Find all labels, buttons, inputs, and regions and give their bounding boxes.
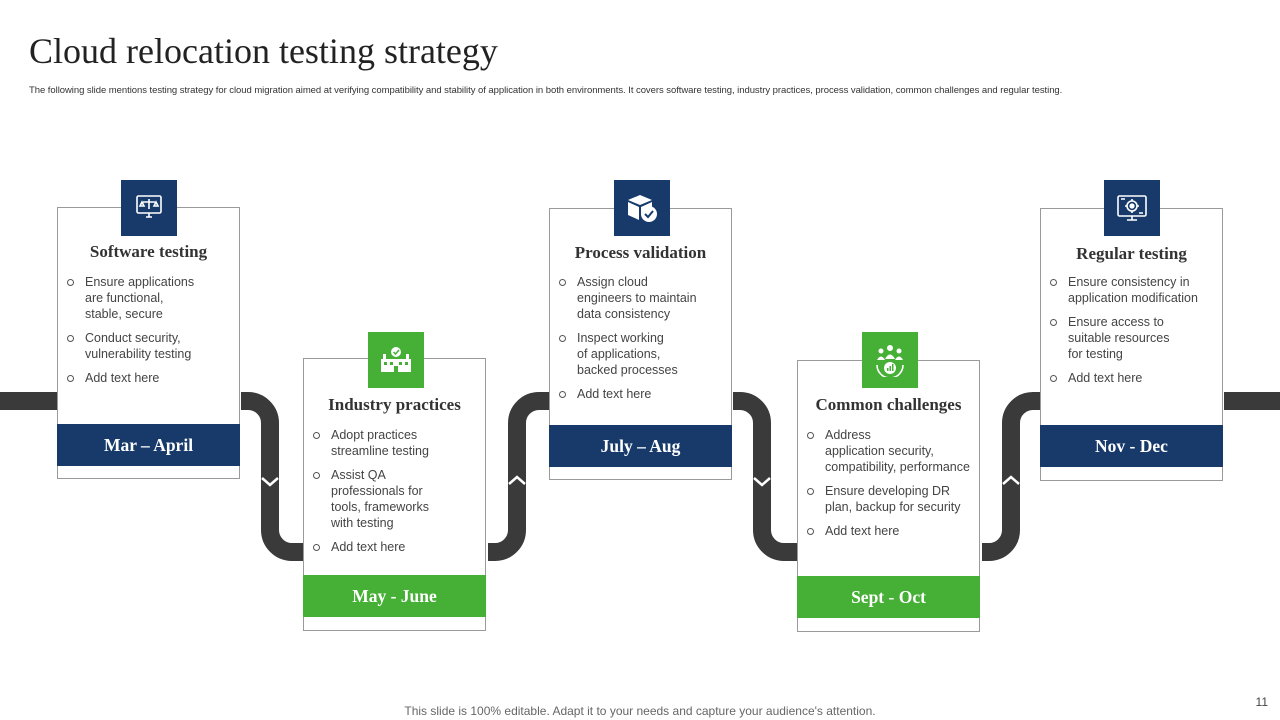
list-item: Add text here xyxy=(1049,370,1218,386)
bullet-icon xyxy=(67,335,74,342)
stage-title: Process validation xyxy=(574,243,707,262)
bullet-icon xyxy=(559,335,566,342)
bullet-icon xyxy=(559,391,566,398)
list-item: Add text here xyxy=(312,539,481,555)
list-item: Conduct security,vulnerability testing xyxy=(66,330,235,362)
road-arrow-up-4 xyxy=(1002,475,1020,485)
stage-period-band: Nov - Dec xyxy=(1040,425,1223,467)
stage-period-band: Mar – April xyxy=(57,424,240,466)
bullet-icon xyxy=(1050,375,1057,382)
stage-title: Software testing xyxy=(89,242,208,261)
slide-title: Cloud relocation testing strategy xyxy=(29,31,498,71)
bullet-icon xyxy=(67,375,74,382)
bullet-icon xyxy=(807,488,814,495)
bullet-icon xyxy=(313,544,320,551)
road-arrow-down-1 xyxy=(261,477,279,487)
bullet-icon xyxy=(1050,319,1057,326)
stage-icon-regular-testing xyxy=(1104,180,1160,236)
bullet-icon xyxy=(807,528,814,535)
bullet-icon xyxy=(313,472,320,479)
list-item: Add text here xyxy=(558,386,727,402)
monitor-gear-icon xyxy=(1117,195,1147,221)
monitor-scale-icon xyxy=(136,195,162,218)
bullet-icon xyxy=(1050,279,1057,286)
stage-title: Regular testing xyxy=(1076,244,1187,263)
stage-icon-industry-practices xyxy=(368,332,424,388)
page-number: 11 xyxy=(1255,695,1268,709)
road-connector-2-3 xyxy=(486,392,550,561)
stage-icon-software-testing xyxy=(121,180,177,236)
road-arrow-up-2 xyxy=(508,475,526,485)
stage-icon-common-challenges xyxy=(862,332,918,388)
road-arrow-down-3 xyxy=(753,477,771,487)
team-growth-icon xyxy=(876,345,904,377)
stage-period-band: Sept - Oct xyxy=(797,576,980,618)
list-item: Add text here xyxy=(66,370,235,386)
road-connector-1-2 xyxy=(239,392,304,561)
slide-footer: This slide is 100% editable. Adapt it to… xyxy=(404,704,876,718)
bullet-icon xyxy=(807,432,814,439)
bullet-icon xyxy=(67,279,74,286)
stage-title: Industry practices xyxy=(328,395,461,414)
factory-check-icon xyxy=(381,347,411,372)
stage-icon-process-validation xyxy=(614,180,670,236)
bullet-icon xyxy=(559,279,566,286)
box-check-icon xyxy=(628,195,657,222)
list-item: Add text here xyxy=(806,523,975,539)
stage-period-band: May - June xyxy=(303,575,486,617)
stage-period-band: July – Aug xyxy=(549,425,732,467)
bullet-icon xyxy=(313,432,320,439)
stage-title: Common challenges xyxy=(815,395,962,414)
slide-subtitle: The following slide mentions testing str… xyxy=(29,85,1063,96)
road-connector-3-4 xyxy=(731,392,798,561)
